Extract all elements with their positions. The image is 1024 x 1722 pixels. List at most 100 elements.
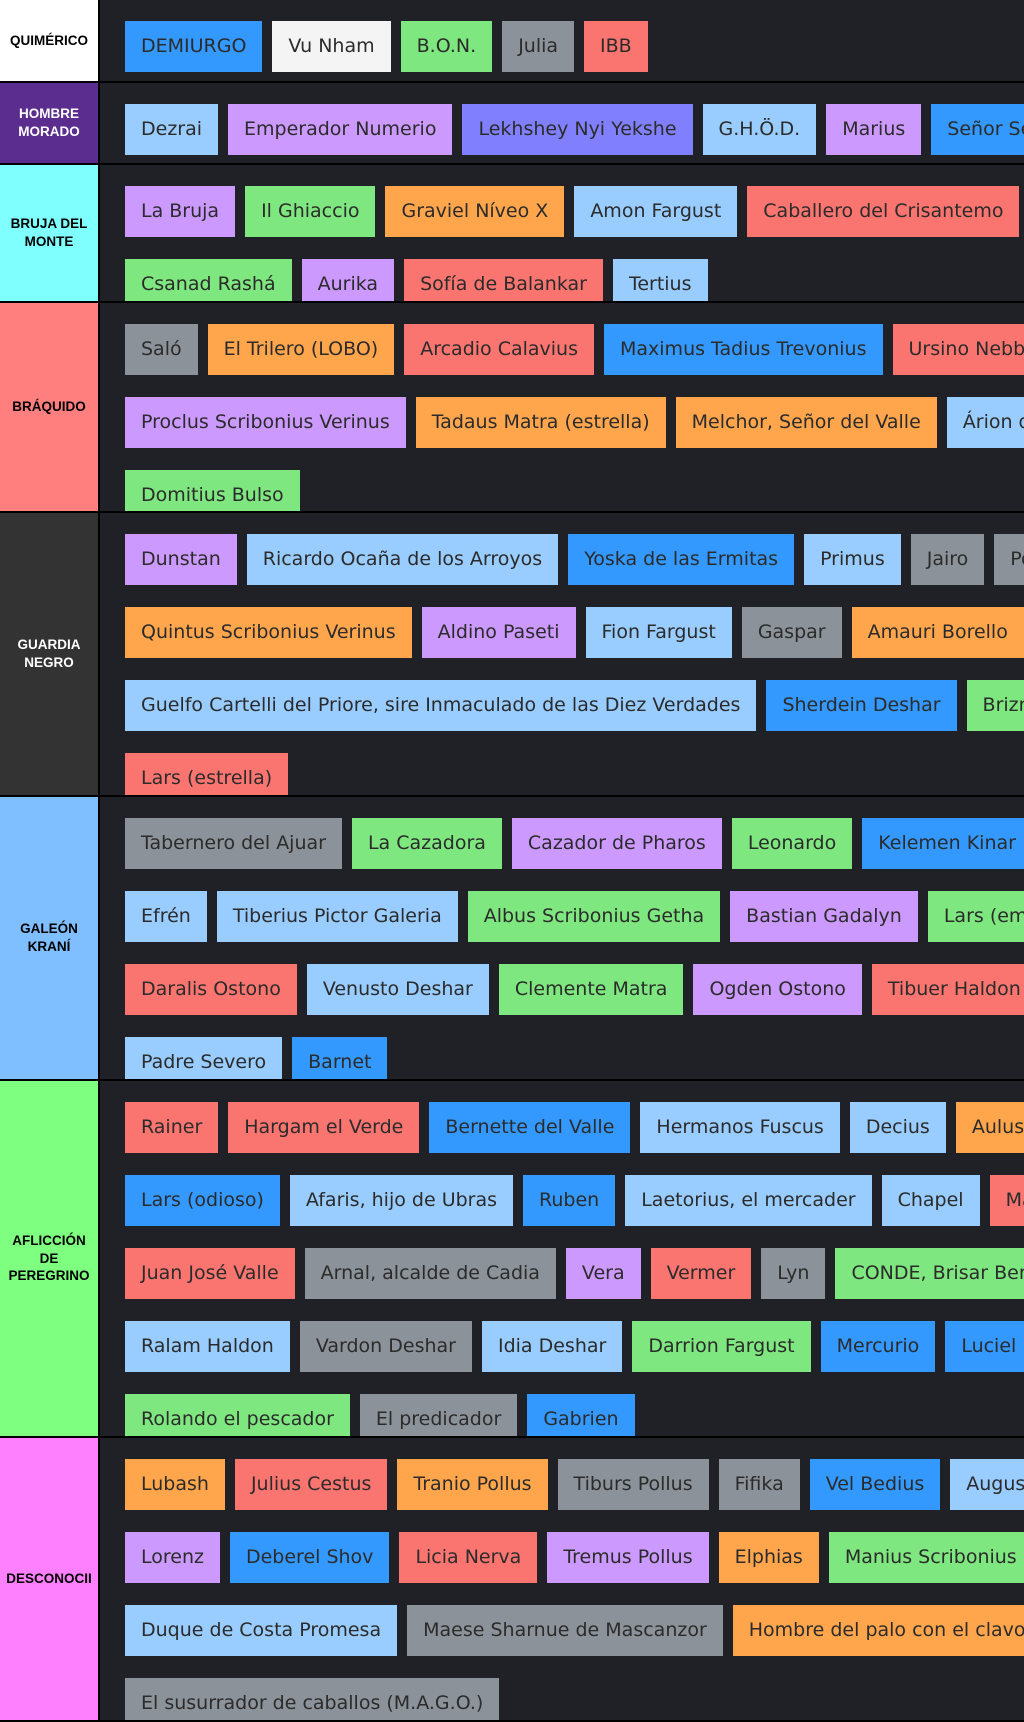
- tier-item-chip[interactable]: Juan José Valle: [125, 1248, 295, 1299]
- tier-item-chip[interactable]: Vardon Deshar: [299, 1321, 472, 1372]
- tier-item-chip[interactable]: Hargam el Verde: [228, 1102, 420, 1153]
- tier-item-chip[interactable]: El predicador: [359, 1394, 518, 1436]
- tier-item-chip[interactable]: Augustus Varro: [950, 1459, 1024, 1510]
- tier-item-chip[interactable]: Lars (embaucador): [927, 891, 1024, 942]
- tier-item-chip[interactable]: Tibuer Haldon: [871, 964, 1024, 1015]
- tier-item-chip[interactable]: Elphias: [718, 1532, 819, 1583]
- tier-item-chip[interactable]: Jairo: [910, 534, 985, 585]
- tier-item-chip[interactable]: Aurika: [301, 259, 395, 301]
- tier-item-chip[interactable]: Guelfo Cartelli del Priore, sire Inmacul…: [125, 680, 757, 731]
- tier-item-chip[interactable]: Clemente Matra: [498, 964, 684, 1015]
- tier-item-chip[interactable]: Tremus Pollus: [547, 1532, 709, 1583]
- tier-item-chip[interactable]: Luciel Portoferro: [945, 1321, 1024, 1372]
- tier-item-chip[interactable]: Lubash: [125, 1459, 225, 1510]
- tier-item-chip[interactable]: Idia Deshar: [481, 1321, 623, 1372]
- tier-item-chip[interactable]: Saló: [125, 324, 198, 375]
- tier-item-chip[interactable]: El susurrador de caballos (M.A.G.O.): [125, 1678, 500, 1720]
- tier-item-chip[interactable]: Gabrien: [527, 1394, 635, 1436]
- tier-item-chip[interactable]: Darrion Fargust: [632, 1321, 811, 1372]
- tier-item-chip[interactable]: G.H.Ö.D.: [702, 104, 817, 155]
- tier-item-chip[interactable]: Quintus Scribonius Verinus: [125, 607, 412, 658]
- tier-item-chip[interactable]: Rainer: [125, 1102, 219, 1153]
- tier-item-chip[interactable]: Efrén: [125, 891, 207, 942]
- tier-item-chip[interactable]: Fifika: [718, 1459, 800, 1510]
- tier-item-chip[interactable]: Tranio Pollus: [397, 1459, 548, 1510]
- tier-item-chip[interactable]: Tiburs Pollus: [557, 1459, 709, 1510]
- tier-item-chip[interactable]: Caballero del Crisantemo: [747, 186, 1020, 237]
- tier-item-chip[interactable]: Chapel: [881, 1175, 980, 1226]
- tier-item-chip[interactable]: Duque de Costa Promesa: [125, 1605, 398, 1656]
- tier-item-chip[interactable]: Yoska de las Ermitas: [568, 534, 795, 585]
- tier-item-chip[interactable]: Venusto Deshar: [306, 964, 489, 1015]
- tier-item-chip[interactable]: Albus Scribonius Getha: [467, 891, 721, 942]
- tier-item-chip[interactable]: Hermanos Fuscus: [640, 1102, 840, 1153]
- tier-item-chip[interactable]: Tertius: [612, 259, 708, 301]
- tier-item-chip[interactable]: Kelemen Kinar: [862, 818, 1024, 869]
- tier-item-chip[interactable]: Vera: [565, 1248, 641, 1299]
- tier-item-chip[interactable]: Graviel Níveo X: [385, 186, 565, 237]
- tier-item-chip[interactable]: Primus: [804, 534, 901, 585]
- tier-item-chip[interactable]: Lars (odioso): [125, 1175, 280, 1226]
- tier-item-chip[interactable]: Amauri Borello: [851, 607, 1024, 658]
- tier-item-chip[interactable]: Tadaus Matra (estrella): [415, 397, 666, 448]
- tier-item-chip[interactable]: Ogden Ostono: [693, 964, 862, 1015]
- tier-item-chip[interactable]: Licia Nerva: [399, 1532, 538, 1583]
- tier-item-chip[interactable]: Vu Nham: [272, 21, 391, 72]
- tier-item-chip[interactable]: Lyn: [761, 1248, 826, 1299]
- tier-item-chip[interactable]: Arnal, alcalde de Cadia: [304, 1248, 556, 1299]
- tier-item-chip[interactable]: Ursino Nebbia: [892, 324, 1024, 375]
- tier-item-chip[interactable]: Proclus Scribonius Verinus: [125, 397, 406, 448]
- tier-item-chip[interactable]: Maximus Tadius Trevonius: [604, 324, 883, 375]
- tier-item-chip[interactable]: Emperador Numerio: [228, 104, 453, 155]
- tier-item-chip[interactable]: Lars (estrella): [125, 753, 289, 795]
- tier-item-chip[interactable]: CONDE, Brisar Bersk: [835, 1248, 1024, 1299]
- tier-item-chip[interactable]: Brizna: [966, 680, 1024, 731]
- tier-item-chip[interactable]: Tiberius Pictor Galeria: [216, 891, 458, 942]
- tier-item-chip[interactable]: Leonardo: [731, 818, 853, 869]
- tier-item-chip[interactable]: Domitius Bulso: [125, 470, 300, 511]
- tier-item-chip[interactable]: Afaris, hijo de Ubras: [289, 1175, 514, 1226]
- tier-item-chip[interactable]: Lekhshey Nyi Yekshe: [462, 104, 693, 155]
- tier-item-chip[interactable]: Daralis Ostono: [125, 964, 297, 1015]
- tier-item-chip[interactable]: B.O.N.: [400, 21, 493, 72]
- tier-item-chip[interactable]: Decius: [849, 1102, 946, 1153]
- tier-item-chip[interactable]: Rolando el pescador: [125, 1394, 350, 1436]
- tier-item-chip[interactable]: Vel Bedius: [809, 1459, 941, 1510]
- tier-item-chip[interactable]: Il Ghiaccio: [245, 186, 376, 237]
- tier-item-chip[interactable]: Dezrai: [125, 104, 219, 155]
- tier-item-chip[interactable]: Árion del Faro: [946, 397, 1024, 448]
- tier-item-chip[interactable]: Vermer: [650, 1248, 752, 1299]
- tier-item-chip[interactable]: Ralam Haldon: [125, 1321, 290, 1372]
- tier-item-chip[interactable]: Dunstan: [125, 534, 237, 585]
- tier-item-chip[interactable]: Melchor, Señor del Valle: [675, 397, 937, 448]
- tier-item-chip[interactable]: La Cazadora: [351, 818, 502, 869]
- tier-item-chip[interactable]: Portia Sevani: [994, 534, 1024, 585]
- tier-item-chip[interactable]: Mercurio: [820, 1321, 936, 1372]
- tier-item-chip[interactable]: El Trilero (LOBO): [207, 324, 395, 375]
- tier-item-chip[interactable]: Deberel Shov: [229, 1532, 390, 1583]
- tier-item-chip[interactable]: Fion Fargust: [585, 607, 732, 658]
- tier-item-chip[interactable]: Maese Sharnue de Mascanzor: [407, 1605, 723, 1656]
- tier-item-chip[interactable]: Gaspar: [741, 607, 842, 658]
- tier-item-chip[interactable]: Manius Scribonius Ecdicius: [828, 1532, 1024, 1583]
- tier-item-chip[interactable]: Sofía de Balankar: [404, 259, 603, 301]
- tier-item-chip[interactable]: Julia: [502, 21, 575, 72]
- tier-item-chip[interactable]: Bastian Gadalyn: [730, 891, 918, 942]
- tier-item-chip[interactable]: Julius Cestus: [234, 1459, 388, 1510]
- tier-item-chip[interactable]: Aulus: [955, 1102, 1024, 1153]
- tier-item-chip[interactable]: Bernette del Valle: [429, 1102, 631, 1153]
- tier-item-chip[interactable]: Marius: [826, 104, 922, 155]
- tier-item-chip[interactable]: Barnet: [292, 1037, 388, 1079]
- tier-item-chip[interactable]: La Bruja: [125, 186, 236, 237]
- tier-item-chip[interactable]: Arcadio Calavius: [404, 324, 594, 375]
- tier-item-chip[interactable]: Ricardo Ocaña de los Arroyos: [246, 534, 559, 585]
- tier-item-chip[interactable]: Lorenz: [125, 1532, 220, 1583]
- tier-item-chip[interactable]: IBB: [584, 21, 648, 72]
- tier-item-chip[interactable]: Hombre del palo con el clavo: [732, 1605, 1024, 1656]
- tier-item-chip[interactable]: Señor Serrano: [931, 104, 1024, 155]
- tier-item-chip[interactable]: Padre Severo: [125, 1037, 283, 1079]
- tier-item-chip[interactable]: Ruben: [523, 1175, 616, 1226]
- tier-item-chip[interactable]: Sherdein Deshar: [766, 680, 957, 731]
- tier-item-chip[interactable]: Laetorius, el mercader: [625, 1175, 872, 1226]
- tier-item-chip[interactable]: Cazador de Pharos: [511, 818, 722, 869]
